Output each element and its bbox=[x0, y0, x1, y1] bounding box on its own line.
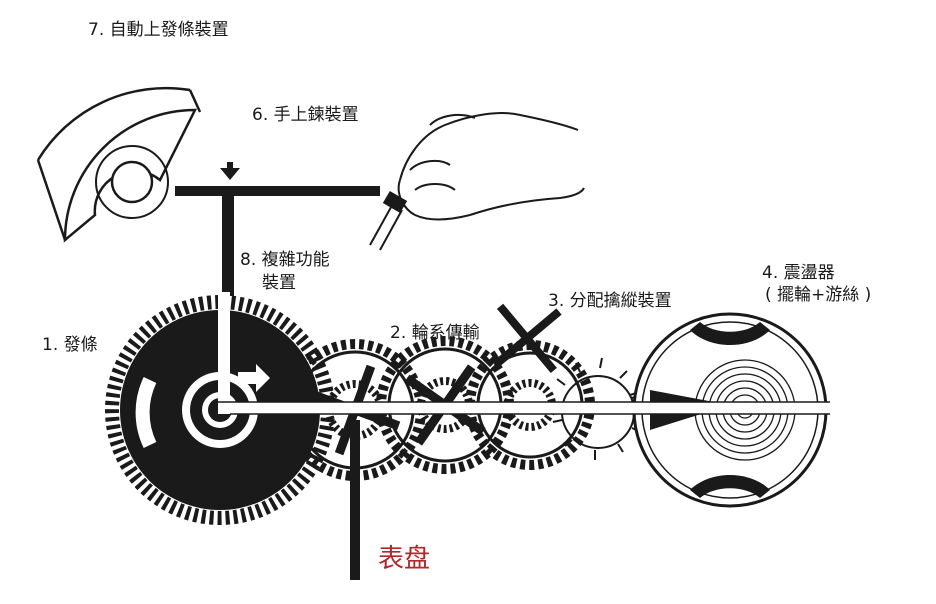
label-mainspring: 1. 發條 bbox=[42, 335, 98, 355]
label-auto-winding: 7. 自動上發條裝置 bbox=[88, 20, 229, 40]
crown-icon bbox=[382, 190, 408, 214]
power-path bbox=[218, 292, 830, 415]
winding-bar bbox=[175, 162, 380, 296]
label-gear-train: 2. 輪系傳輸 bbox=[390, 323, 480, 343]
gear-train bbox=[284, 279, 595, 481]
label-complication-2: 裝置 bbox=[262, 273, 296, 293]
label-complication-1: 8. 複雜功能 bbox=[240, 250, 330, 270]
label-oscillator-1: 4. 震盪器 bbox=[762, 263, 835, 283]
hand-icon bbox=[369, 112, 585, 251]
label-dial: 表盘 bbox=[378, 544, 431, 574]
dial-shaft bbox=[350, 420, 360, 580]
label-oscillator-2: ( 擺輪+游絲 ) bbox=[765, 285, 872, 305]
label-escapement: 3. 分配擒縱裝置 bbox=[548, 291, 672, 311]
arrow-icon bbox=[238, 364, 270, 392]
label-manual-winding: 6. 手上鍊裝置 bbox=[252, 105, 359, 125]
rotor-icon bbox=[36, 86, 202, 243]
